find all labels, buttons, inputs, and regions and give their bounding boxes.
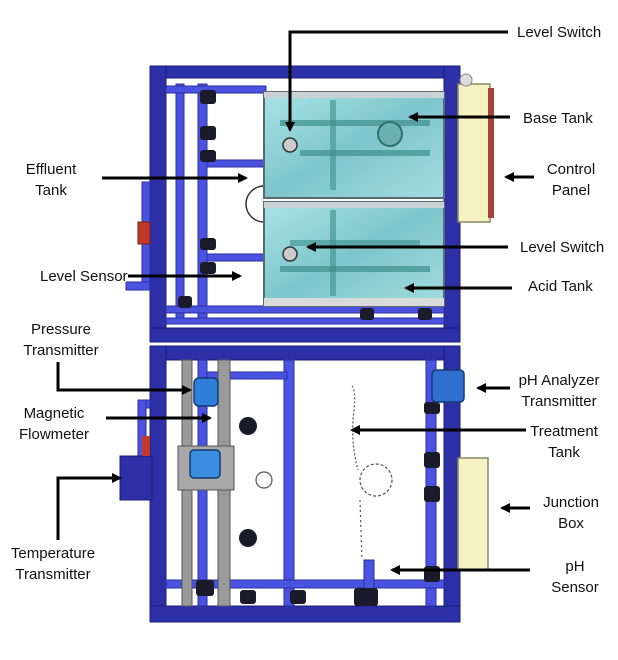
label-control-panel: Control Panel [546, 161, 596, 199]
callout-arrows [56, 30, 534, 575]
label-ph-analyzer-transmitter: pH Analyzer Transmitter [518, 372, 600, 410]
arrow-pressure-transmitter [56, 362, 192, 395]
temperature-transmitter-device [119, 436, 153, 501]
label-magnetic-flowmeter: Magnetic Flowmeter [18, 405, 89, 443]
upper-side-valve [137, 221, 151, 245]
ph-analyzer-device [431, 369, 465, 403]
upper-frame [149, 65, 461, 343]
arrow-level-switch-top [285, 30, 508, 132]
label-acid-tank: Acid Tank [528, 278, 593, 295]
label-treatment-tank: Treatment Tank [530, 423, 598, 461]
label-level-switch-top: Level Switch [517, 24, 602, 41]
lower-fittings [196, 402, 440, 606]
control-panel-box [457, 73, 494, 223]
label-level-switch-mid: Level Switch [520, 239, 605, 256]
junction-box-device [457, 457, 489, 571]
effluent-outlet-outline [245, 185, 265, 223]
label-junction-box: Junction Box [543, 494, 599, 532]
label-level-sensor: Level Sensor [40, 268, 128, 285]
label-ph-sensor: pH Sensor [551, 558, 599, 596]
acid-tank [263, 201, 445, 307]
label-effluent-tank: Effluent Tank [25, 161, 77, 199]
arrow-temperature-transmitter [56, 473, 122, 540]
label-temperature-transmitter: Temperature Transmitter [10, 545, 96, 583]
pressure-transmitter-device [193, 377, 219, 407]
treatment-tank-features [255, 385, 393, 561]
label-pressure-transmitter: Pressure Transmitter [23, 321, 99, 359]
instrument-stand [177, 359, 235, 607]
lower-frame [149, 345, 461, 623]
label-base-tank: Base Tank [523, 110, 593, 127]
upper-fittings [178, 90, 432, 320]
base-tank [263, 91, 445, 199]
magnetic-flowmeter-device [189, 449, 221, 479]
